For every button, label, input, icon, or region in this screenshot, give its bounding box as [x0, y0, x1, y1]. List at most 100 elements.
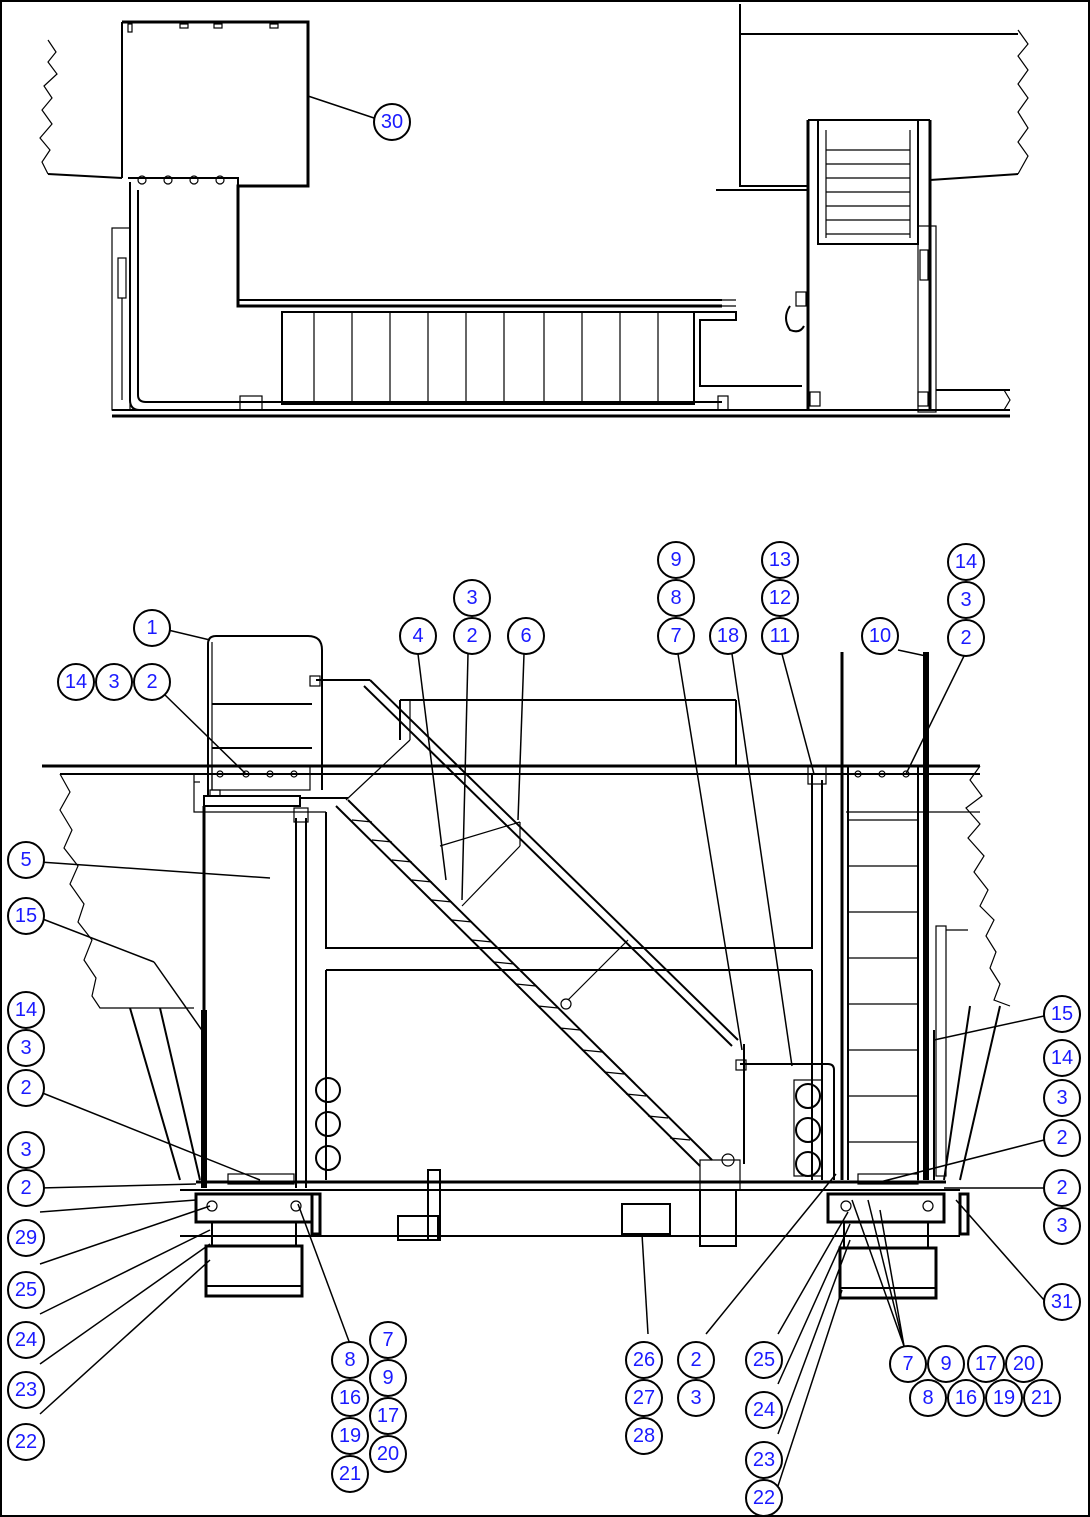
callout-27: 27 [625, 1379, 663, 1417]
svg-text:23: 23 [15, 1379, 37, 1401]
callout-12: 12 [761, 579, 799, 617]
callout-31: 31 [1043, 1283, 1081, 1321]
svg-text:22: 22 [15, 1431, 37, 1453]
svg-text:2: 2 [690, 1349, 701, 1371]
svg-text:15: 15 [1051, 1003, 1073, 1025]
callout-20: 20 [369, 1435, 407, 1473]
side-view [42, 635, 1011, 1300]
svg-text:7: 7 [902, 1353, 913, 1375]
callout-7: 7 [657, 617, 695, 655]
callout-16: 16 [331, 1379, 369, 1417]
callout-25: 25 [745, 1341, 783, 1379]
callout-14: 14 [947, 543, 985, 581]
svg-text:14: 14 [15, 999, 37, 1021]
callout-24: 24 [745, 1391, 783, 1429]
svg-text:9: 9 [670, 549, 681, 571]
callout-3: 3 [1043, 1079, 1081, 1117]
callout-3: 3 [677, 1379, 715, 1417]
svg-text:3: 3 [690, 1387, 701, 1409]
callout-7: 7 [889, 1345, 927, 1383]
svg-text:3: 3 [1056, 1087, 1067, 1109]
callout-1: 1 [133, 609, 171, 647]
callout-10: 10 [861, 617, 899, 655]
svg-text:13: 13 [769, 549, 791, 571]
svg-text:28: 28 [633, 1425, 655, 1447]
svg-text:6: 6 [520, 625, 531, 647]
svg-text:2: 2 [1056, 1177, 1067, 1199]
svg-text:24: 24 [15, 1329, 37, 1351]
callout-9: 9 [927, 1345, 965, 1383]
leader-lines [39, 95, 1045, 1487]
svg-text:8: 8 [922, 1387, 933, 1409]
svg-text:14: 14 [955, 551, 977, 573]
callout-5: 5 [7, 841, 45, 879]
callout-21: 21 [331, 1455, 369, 1493]
callout-6: 6 [507, 617, 545, 655]
callout-25: 25 [7, 1271, 45, 1309]
callout-3: 3 [453, 579, 491, 617]
svg-text:9: 9 [382, 1367, 393, 1389]
svg-text:2: 2 [466, 625, 477, 647]
svg-text:27: 27 [633, 1387, 655, 1409]
svg-text:16: 16 [955, 1387, 977, 1409]
callout-9: 9 [657, 541, 695, 579]
svg-text:12: 12 [769, 587, 791, 609]
callout-19: 19 [331, 1417, 369, 1455]
callout-3: 3 [1043, 1207, 1081, 1245]
callout-2: 2 [7, 1069, 45, 1107]
callout-14: 14 [7, 991, 45, 1029]
callout-9: 9 [369, 1359, 407, 1397]
callout-24: 24 [7, 1321, 45, 1359]
svg-text:15: 15 [15, 905, 37, 927]
svg-text:20: 20 [377, 1443, 399, 1465]
svg-text:1: 1 [146, 617, 157, 639]
callout-2: 2 [677, 1341, 715, 1379]
svg-text:18: 18 [717, 625, 739, 647]
callout-18: 18 [709, 617, 747, 655]
callout-2: 2 [1043, 1119, 1081, 1157]
callout-4: 4 [399, 617, 437, 655]
svg-text:3: 3 [960, 589, 971, 611]
callout-29: 29 [7, 1219, 45, 1257]
callout-3: 3 [95, 663, 133, 701]
svg-text:17: 17 [377, 1405, 399, 1427]
callout-2: 2 [133, 663, 171, 701]
callout-21: 21 [1023, 1379, 1061, 1417]
callout-3: 3 [7, 1131, 45, 1169]
svg-text:21: 21 [1031, 1387, 1053, 1409]
svg-text:8: 8 [670, 587, 681, 609]
svg-text:26: 26 [633, 1349, 655, 1371]
svg-text:14: 14 [65, 671, 87, 693]
svg-text:17: 17 [975, 1353, 997, 1375]
callouts: 30 1 14 3 2 4 3 2 6 9 8 7 18 13 12 11 10… [7, 103, 1081, 1517]
svg-text:19: 19 [339, 1425, 361, 1447]
svg-text:3: 3 [1056, 1215, 1067, 1237]
callout-14: 14 [57, 663, 95, 701]
callout-20: 20 [1005, 1345, 1043, 1383]
callout-13: 13 [761, 541, 799, 579]
callout-3: 3 [947, 581, 985, 619]
callout-17: 17 [967, 1345, 1005, 1383]
callout-22: 22 [745, 1479, 783, 1517]
svg-text:31: 31 [1051, 1291, 1073, 1313]
svg-text:2: 2 [146, 671, 157, 693]
callout-8: 8 [657, 579, 695, 617]
callout-22: 22 [7, 1423, 45, 1461]
svg-text:2: 2 [960, 627, 971, 649]
svg-text:10: 10 [869, 625, 891, 647]
callout-26: 26 [625, 1341, 663, 1379]
callout-30: 30 [373, 103, 411, 141]
svg-text:20: 20 [1013, 1353, 1035, 1375]
callout-14: 14 [1043, 1039, 1081, 1077]
svg-text:2: 2 [20, 1177, 31, 1199]
svg-text:29: 29 [15, 1227, 37, 1249]
callout-19: 19 [985, 1379, 1023, 1417]
callout-28: 28 [625, 1417, 663, 1455]
svg-text:9: 9 [940, 1353, 951, 1375]
svg-text:25: 25 [15, 1279, 37, 1301]
callout-15: 15 [1043, 995, 1081, 1033]
svg-text:4: 4 [412, 625, 423, 647]
svg-text:2: 2 [1056, 1127, 1067, 1149]
callout-8: 8 [909, 1379, 947, 1417]
